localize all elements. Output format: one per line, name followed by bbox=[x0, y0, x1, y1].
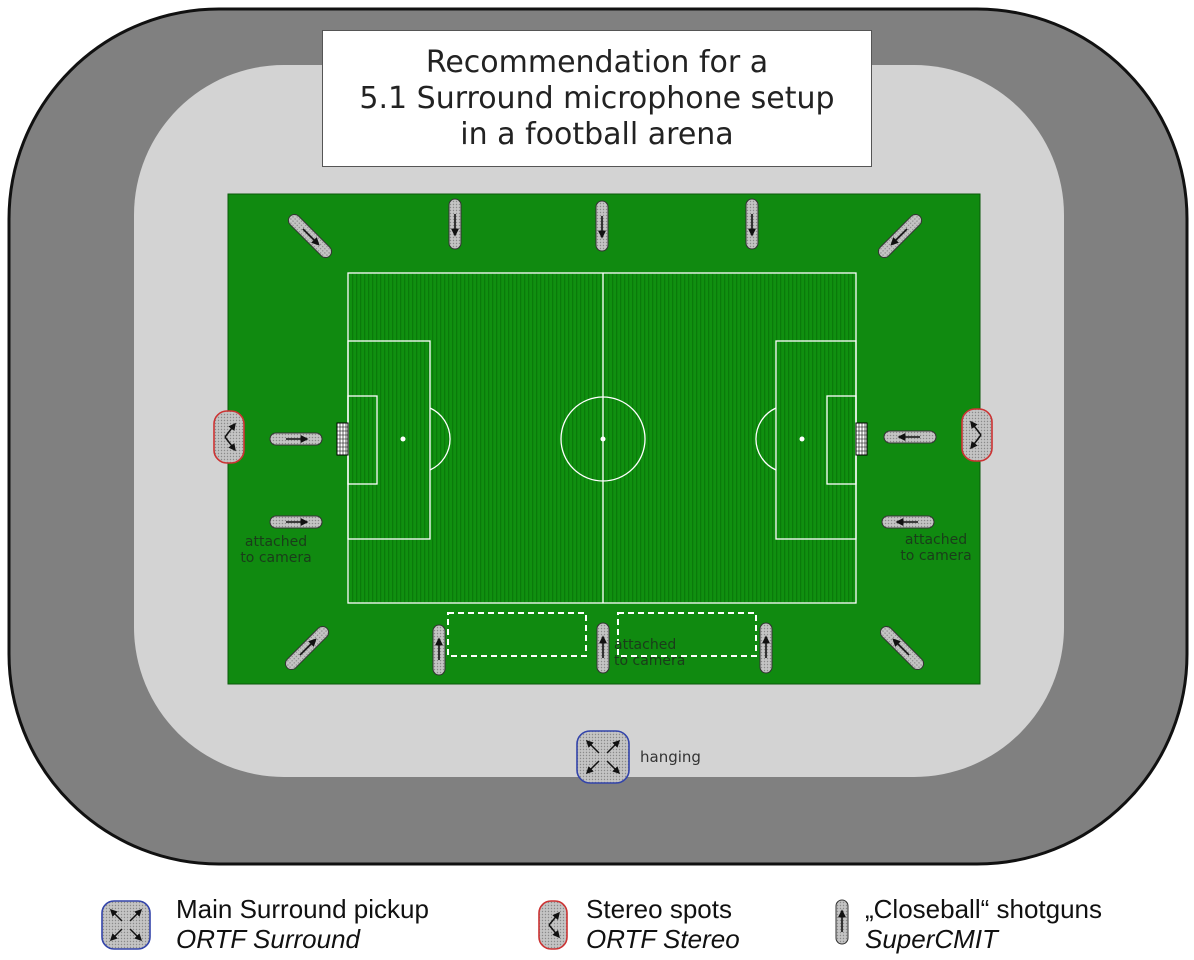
shotgun-mic-icon bbox=[596, 622, 610, 674]
bottom-camera-label: attached to camera bbox=[614, 637, 686, 669]
legend-main-subtitle: ORTF Surround bbox=[176, 924, 361, 954]
stereo-mic-icon bbox=[213, 410, 245, 464]
shotgun-mic-icon bbox=[881, 515, 935, 529]
legend-shotgun: „Closeball“ shotguns SuperCMIT bbox=[865, 894, 1102, 954]
shotgun-mic-icon bbox=[745, 198, 759, 250]
left-camera-label: attached to camera bbox=[240, 534, 312, 566]
right-penalty-spot bbox=[799, 436, 805, 442]
legend-shotgun-subtitle: SuperCMIT bbox=[865, 924, 998, 954]
shotgun-mic-icon bbox=[284, 625, 330, 671]
hanging-label: hanging bbox=[640, 748, 701, 766]
camera-zone-left bbox=[447, 612, 587, 657]
right-camera-label: attached to camera bbox=[900, 532, 972, 564]
legend-stereo-icon bbox=[538, 900, 568, 950]
surround-mic-icon bbox=[576, 730, 630, 784]
shotgun-mic-icon bbox=[287, 213, 333, 259]
legend-stereo-title: Stereo spots bbox=[586, 894, 732, 924]
right-penalty-arc bbox=[755, 407, 777, 471]
center-spot bbox=[600, 436, 606, 442]
shotgun-mic-icon bbox=[269, 515, 323, 529]
legend-main-title: Main Surround pickup bbox=[176, 894, 429, 924]
left-penalty-arc bbox=[429, 407, 451, 471]
legend-surround-icon bbox=[101, 900, 151, 950]
legend-shotgun-title: „Closeball“ shotguns bbox=[865, 894, 1103, 924]
title-line-3: in a football arena bbox=[460, 116, 734, 152]
shotgun-mic-icon bbox=[879, 625, 925, 671]
left-goal bbox=[336, 422, 349, 456]
legend-main: Main Surround pickup ORTF Surround bbox=[176, 894, 429, 954]
shotgun-mic-icon bbox=[759, 622, 773, 674]
left-penalty-spot bbox=[400, 436, 406, 442]
stereo-mic-icon bbox=[961, 408, 993, 462]
right-goal bbox=[855, 422, 868, 456]
diagram-title: Recommendation for a 5.1 Surround microp… bbox=[322, 30, 872, 167]
title-line-1: Recommendation for a bbox=[425, 44, 769, 80]
legend-shotgun-icon bbox=[835, 899, 849, 945]
shotgun-mic-icon bbox=[883, 430, 937, 444]
shotgun-mic-icon bbox=[448, 198, 462, 250]
shotgun-mic-icon bbox=[269, 432, 323, 446]
shotgun-mic-icon bbox=[432, 624, 446, 676]
camera-zone-right bbox=[617, 612, 757, 657]
title-line-2: 5.1 Surround microphone setup bbox=[359, 80, 835, 116]
shotgun-mic-icon bbox=[595, 200, 609, 252]
legend-stereo-subtitle: ORTF Stereo bbox=[586, 924, 740, 954]
legend-stereo: Stereo spots ORTF Stereo bbox=[586, 894, 740, 954]
shotgun-mic-icon bbox=[877, 213, 923, 259]
center-circle bbox=[560, 396, 646, 482]
